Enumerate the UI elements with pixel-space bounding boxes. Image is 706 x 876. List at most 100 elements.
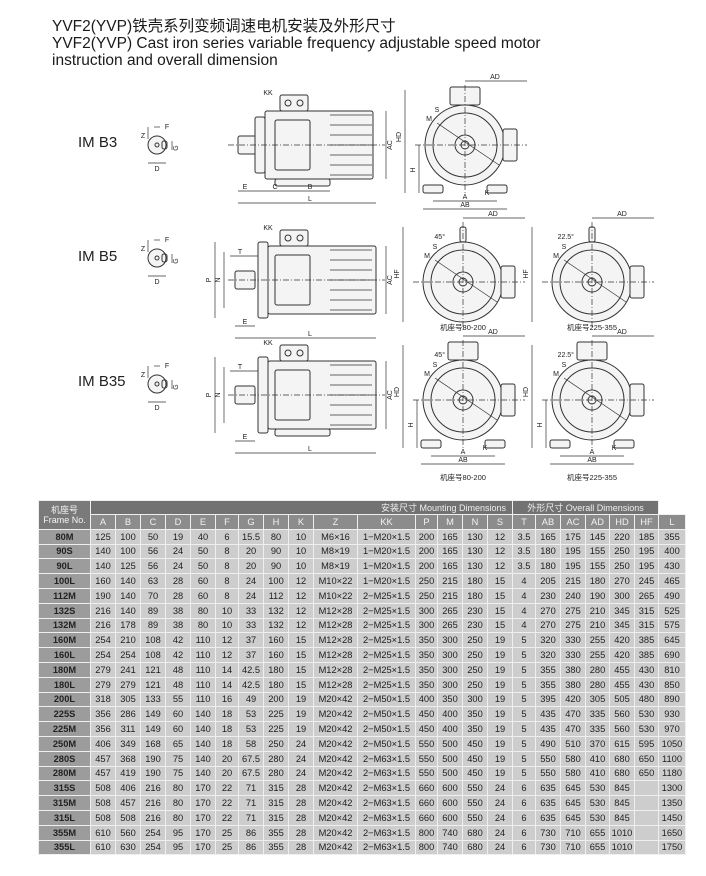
cell-e: 140 xyxy=(190,706,216,723)
cell-z: M20×42 xyxy=(313,839,358,856)
junction-box xyxy=(279,94,309,112)
cell-kk: 2−M63×1.5 xyxy=(357,809,416,826)
cell-h: 225 xyxy=(263,721,289,737)
cell-hf: 650 xyxy=(634,750,659,767)
cell-hf: 530 xyxy=(634,721,659,737)
shaft-section-icon xyxy=(147,374,167,394)
cell-kk: 2−M63×1.5 xyxy=(357,839,416,856)
cell-hf: 430 xyxy=(634,676,659,693)
cell-a: 140 xyxy=(90,558,116,575)
cell-a: 508 xyxy=(90,795,116,811)
cell-c: 89 xyxy=(140,617,166,634)
column-header-hd: HD xyxy=(609,514,635,530)
frame-number: 280M xyxy=(38,765,91,782)
cell-ac: 580 xyxy=(560,765,586,782)
cell-ac: 275 xyxy=(560,617,586,634)
cell-ab: 730 xyxy=(535,824,561,841)
dimension-label-hf: HF xyxy=(523,269,530,278)
cell-l: 970 xyxy=(658,721,686,737)
cell-g: 67.5 xyxy=(238,765,264,782)
m-line xyxy=(436,122,500,166)
column-header-g: G xyxy=(238,514,264,530)
cell-e: 50 xyxy=(190,543,216,560)
dimension-label-m: M xyxy=(553,371,559,378)
column-header-n: N xyxy=(462,514,488,530)
cell-n: 350 xyxy=(462,721,488,737)
dimension-label-d: D xyxy=(154,279,159,286)
cell-p: 550 xyxy=(415,765,438,782)
column-header-t: T xyxy=(512,514,536,530)
cell-kk: 2−M50×1.5 xyxy=(357,721,416,737)
dimension-label-l: L xyxy=(308,331,312,338)
frame-caption: 机座号80-200 xyxy=(440,472,486,482)
cell-n: 550 xyxy=(462,780,488,797)
dimension-label-m: M xyxy=(424,253,430,260)
frame-number: 200L xyxy=(38,691,91,708)
cell-e: 170 xyxy=(190,795,216,811)
cell-n: 680 xyxy=(462,824,488,841)
cell-p: 450 xyxy=(415,706,438,723)
dimension-label-t: T xyxy=(238,249,243,256)
dimension-label-ad: AD xyxy=(617,329,627,336)
cell-g: 49 xyxy=(238,691,264,708)
junction-box xyxy=(279,229,309,247)
cell-n: 250 xyxy=(462,661,488,678)
cell-p: 550 xyxy=(415,750,438,767)
cell-e: 60 xyxy=(190,587,216,604)
frame-number: 112M xyxy=(38,587,91,604)
frame-number: 132S xyxy=(38,602,91,619)
cell-kk: 2−M25×1.5 xyxy=(357,587,416,604)
cell-t: 5 xyxy=(512,765,536,782)
cell-d: 24 xyxy=(165,543,191,560)
cell-k: 10 xyxy=(288,528,314,545)
cell-m: 300 xyxy=(437,661,463,678)
cell-t: 3.5 xyxy=(512,558,536,575)
cell-f: 20 xyxy=(215,765,239,782)
cell-p: 450 xyxy=(415,721,438,737)
cell-k: 15 xyxy=(288,647,314,663)
cell-a: 318 xyxy=(90,691,116,708)
cell-a: 508 xyxy=(90,780,116,797)
cell-g: 20 xyxy=(238,543,264,560)
cell-hd: 420 xyxy=(609,632,635,649)
cell-h: 132 xyxy=(263,617,289,634)
cell-e: 140 xyxy=(190,750,216,767)
cell-hd: 615 xyxy=(609,735,635,752)
cell-a: 457 xyxy=(90,765,116,782)
cell-ad: 305 xyxy=(585,691,610,708)
cell-z: M20×42 xyxy=(313,721,358,737)
dimension-label-ad: AD xyxy=(617,211,627,218)
column-header-c: C xyxy=(140,514,166,530)
cell-ad: 210 xyxy=(585,617,610,634)
cell-b: 630 xyxy=(115,839,141,856)
dimension-label-kk: KK xyxy=(263,340,273,347)
cell-ac: 710 xyxy=(560,824,586,841)
cell-f: 14 xyxy=(215,676,239,693)
dimension-label-f: F xyxy=(165,237,169,244)
cell-g: 71 xyxy=(238,809,264,826)
cell-hf: 430 xyxy=(634,661,659,678)
dimension-label-s: S xyxy=(435,107,440,114)
cell-ab: 205 xyxy=(535,573,561,589)
cell-k: 12 xyxy=(288,617,314,634)
cell-hf: 385 xyxy=(634,647,659,663)
cell-l: 930 xyxy=(658,706,686,723)
cell-ab: 320 xyxy=(535,647,561,663)
cell-hd: 250 xyxy=(609,543,635,560)
cable-gland xyxy=(296,234,304,242)
cell-g: 67.5 xyxy=(238,750,264,767)
dimension-label-angle22: 22.5° xyxy=(558,351,575,359)
cell-a: 190 xyxy=(90,587,116,604)
cell-s: 24 xyxy=(487,780,513,797)
cell-t: 5 xyxy=(512,750,536,767)
cell-z: M20×42 xyxy=(313,809,358,826)
dimension-label-angle45: 45° xyxy=(434,351,445,359)
keyway xyxy=(161,379,168,389)
cell-k: 10 xyxy=(288,558,314,575)
cell-h: 112 xyxy=(263,587,289,604)
